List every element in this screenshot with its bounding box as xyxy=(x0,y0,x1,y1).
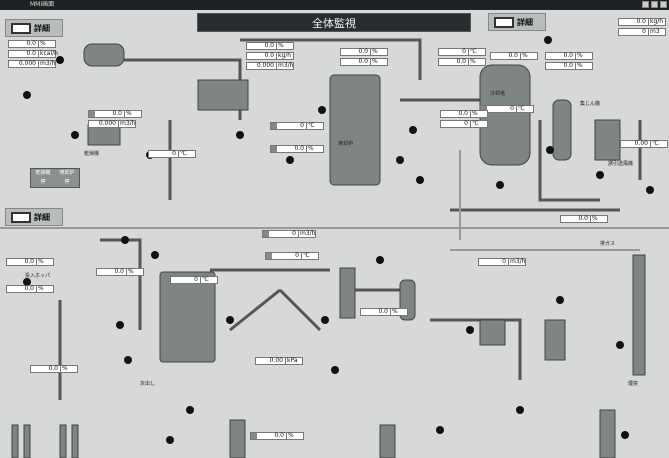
detail-button-1[interactable]: 詳細 xyxy=(5,19,63,37)
readout: 0.0% xyxy=(246,42,294,50)
label-incinerator: 焼却炉 xyxy=(338,141,354,147)
readout: 0.0% xyxy=(8,40,56,48)
readout: 0℃ xyxy=(265,252,319,260)
page-title: 全体監視 xyxy=(197,13,471,32)
readout: 0℃ xyxy=(148,150,196,158)
readout: 0℃ xyxy=(440,120,488,128)
readout: 0.0% xyxy=(30,365,78,373)
detail-label: 詳細 xyxy=(517,17,533,27)
label-ash: 灰出し xyxy=(140,381,156,387)
window-title: MMI画面 xyxy=(30,1,55,8)
label-stack: 煙突 xyxy=(628,381,639,387)
detail-button-3[interactable]: 詳細 xyxy=(5,208,63,226)
readout: 0.00℃ xyxy=(620,140,668,148)
readout: 0℃ xyxy=(170,276,218,284)
status-table: 乾燥機 焼却炉 停 停 xyxy=(30,168,80,188)
label-hopper: 投入ホッパ xyxy=(25,273,51,279)
status-header: 焼却炉 xyxy=(59,170,75,176)
readout: 0.0% xyxy=(360,308,408,316)
readout: 0.0% xyxy=(6,258,54,266)
readout: 0.0% xyxy=(270,145,324,153)
status-value: 停 xyxy=(40,179,46,185)
readout: 0℃ xyxy=(480,105,534,113)
readout: 0.0% xyxy=(6,285,54,293)
detail-label: 詳細 xyxy=(34,23,50,33)
label-exhaust: 排ガス xyxy=(600,241,616,247)
close-button[interactable] xyxy=(660,1,667,8)
detail-button-2[interactable]: 詳細 xyxy=(488,13,546,31)
status-header: 乾燥機 xyxy=(35,170,51,176)
label-fan: 誘引送風機 xyxy=(608,161,634,167)
status-value: 停 xyxy=(64,179,70,185)
detail-label: 詳細 xyxy=(34,212,50,222)
readout: 0.0% xyxy=(438,58,486,66)
readout: 0.0% xyxy=(560,215,608,223)
readout: 0.0% xyxy=(250,432,304,440)
label-dust-collector: 集じん機 xyxy=(580,101,601,107)
readout: 0.0% xyxy=(96,268,144,276)
readout: 0.0% xyxy=(490,52,538,60)
readout: 0℃ xyxy=(438,48,486,56)
detail-icon xyxy=(494,16,514,28)
detail-icon xyxy=(11,22,31,34)
readout: 0℃ xyxy=(270,122,324,130)
window-controls xyxy=(642,1,667,8)
window-titlebar: MMI画面 xyxy=(0,0,669,10)
label-dryer: 乾燥機 xyxy=(84,151,100,157)
readout: 0.0% xyxy=(545,62,593,70)
readout: 0.0% xyxy=(88,110,142,118)
maximize-button[interactable] xyxy=(651,1,658,8)
readout: 0.0% xyxy=(340,48,388,56)
label-cooling-tower: 冷却塔 xyxy=(490,91,506,97)
readout: 0.0% xyxy=(340,58,388,66)
readout: 0.0% xyxy=(545,52,593,60)
minimize-button[interactable] xyxy=(642,1,649,8)
detail-icon xyxy=(11,211,31,223)
readout: 0.0% xyxy=(440,110,488,118)
